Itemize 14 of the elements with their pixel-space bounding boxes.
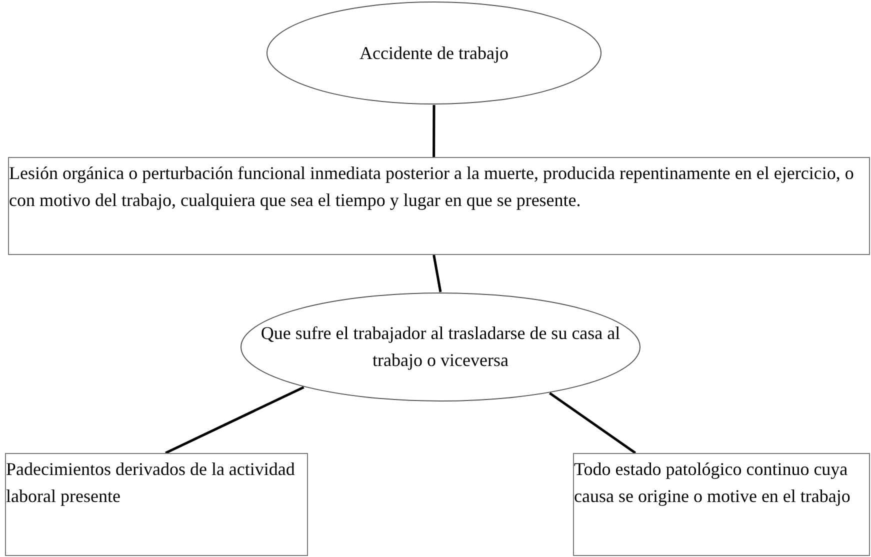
node-text: Padecimientos derivados de la actividad laboral presente	[6, 458, 296, 508]
node-text: Accidente de trabajo	[358, 42, 510, 65]
ellipse-node	[240, 292, 641, 402]
text-box	[573, 453, 870, 556]
text-box	[5, 453, 308, 556]
node-text: Lesión orgánica o perturbación funcional inmediata posterior a la muerte, producida repentinamente en el ejercicio, o con motivo del trabajo, cualquiera que sea el tiempo y lugar en que se presente.	[9, 162, 855, 212]
ellipse-node	[266, 1, 602, 105]
node-text: Todo estado patológico continuo cuya causa se origine o motive en el trabajo	[574, 458, 852, 508]
connector-line	[548, 392, 636, 454]
text-box	[8, 157, 870, 255]
connector-line	[165, 386, 304, 454]
connector-line	[432, 105, 436, 157]
connector-line	[432, 254, 442, 292]
node-text: Que sufre el trabajador al trasladarse de su casa al trabajo o viceversa	[260, 322, 622, 372]
